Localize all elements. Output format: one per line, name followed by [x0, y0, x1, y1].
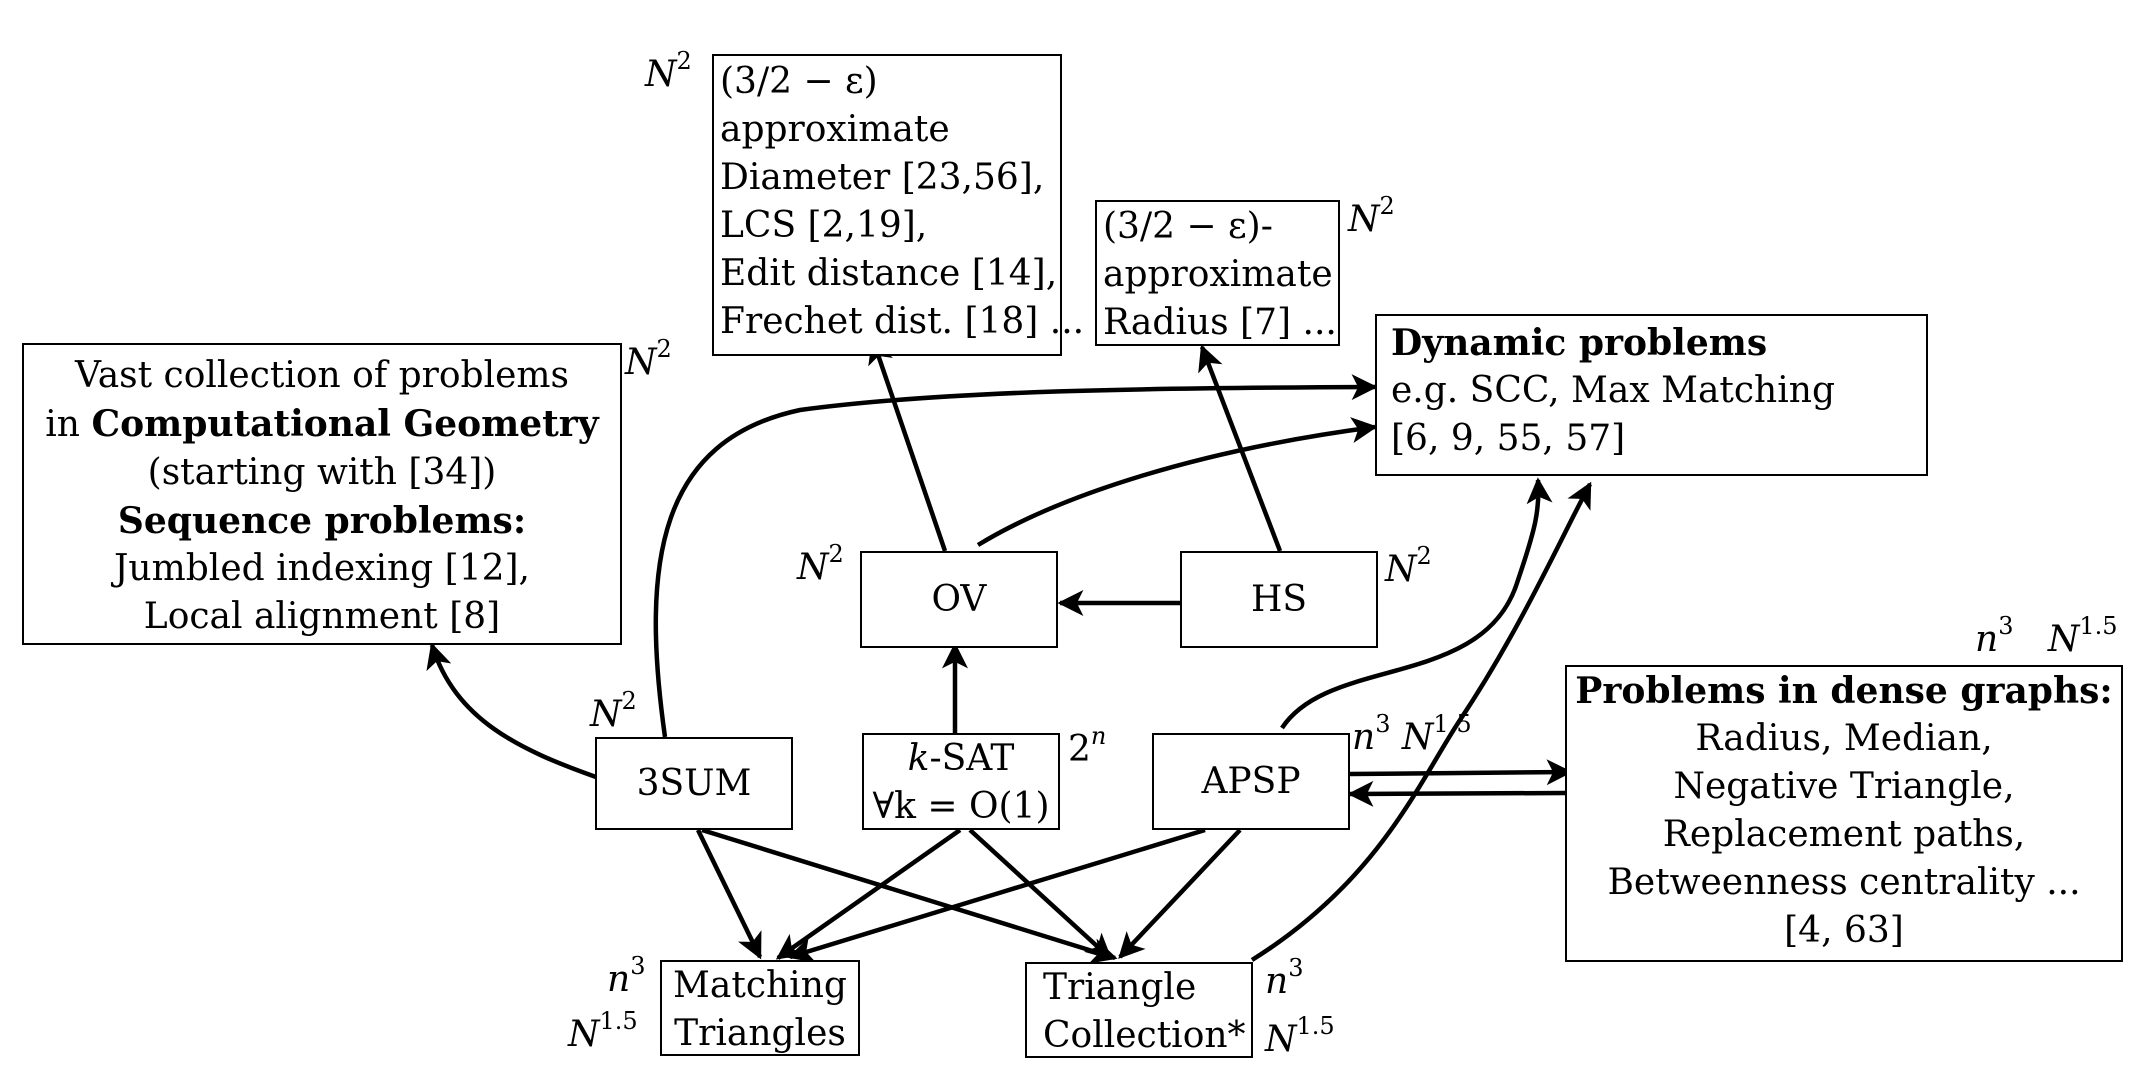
approx-radius-line-1: (3/2 − ε)-: [1103, 206, 1273, 247]
node-dynamic-problems: Dynamic problems e.g. SCC, Max Matching …: [1375, 314, 1928, 476]
hs-bound: N2: [1385, 542, 1432, 590]
edge-dense-to-apsp: [1347, 780, 1566, 807]
node-triangle-collection: Triangle Collection*: [1025, 962, 1253, 1058]
approx-radius-line-3: Radius [7] ...: [1103, 302, 1337, 343]
edge-ov-to-approx-diameter: [868, 337, 948, 552]
dense-line-3: Replacement paths,: [1662, 814, 2026, 855]
edge-apsp-to-dynamic: [1280, 477, 1553, 730]
node-hs: HS: [1180, 551, 1378, 648]
matching-bound-bottom: N1.5: [568, 1007, 638, 1055]
edge-3sum-to-dynamic: [653, 374, 1378, 738]
dense-line-1: Radius, Median,: [1695, 718, 1993, 759]
approx-radius-bound: N2: [1348, 192, 1395, 240]
matching-line-2: Triangles: [674, 1013, 846, 1054]
ov-label: OV: [931, 578, 987, 620]
node-approx-radius: (3/2 − ε)- approximate Radius [7] ...: [1095, 200, 1340, 346]
node-matching-triangles: Matching Triangles: [660, 960, 860, 1056]
edge-3sum-to-triangle: [701, 827, 1118, 964]
geometry-line-2: in Computational Geometry: [24, 400, 620, 449]
dynamic-title: Dynamic problems: [1391, 322, 1768, 364]
node-apsp: APSP: [1152, 733, 1350, 830]
matching-line-1: Matching: [673, 965, 847, 1006]
ov-bound: N2: [797, 540, 844, 588]
ksat-bound: 2n: [1068, 722, 1107, 770]
edge-apsp-to-triangle: [1118, 828, 1242, 959]
approx-diameter-line-1: (3/2 − ε): [720, 61, 878, 102]
triangle-line-2: Collection*: [1043, 1015, 1246, 1056]
edge-ksat-to-matching: [775, 828, 962, 960]
edge-hs-to-approx-radius: [1198, 344, 1283, 552]
approx-diameter-bound: N2: [645, 47, 692, 95]
geometry-line-3: (starting with [34]): [147, 452, 497, 493]
apsp-label: APSP: [1201, 760, 1301, 802]
dense-title: Problems in dense graphs:: [1575, 670, 2113, 712]
node-dense-graphs: Problems in dense graphs: Radius, Median…: [1565, 665, 2123, 962]
node-ov: OV: [860, 551, 1058, 648]
triangle-bound-bottom: N1.5: [1265, 1012, 1335, 1060]
geometry-line-4: Sequence problems:: [117, 500, 527, 542]
geometry-bold-title: Computational Geometry: [91, 403, 599, 445]
dense-line-5: [4, 63]: [1784, 910, 1904, 951]
approx-diameter-line-4: LCS [2,19],: [720, 205, 928, 246]
edge-ksat-to-triangle: [968, 828, 1112, 960]
approx-radius-line-2: approximate: [1103, 254, 1333, 295]
approx-diameter-line-5: Edit distance [14],: [720, 253, 1058, 294]
edge-ov-to-dynamic: [976, 417, 1378, 547]
triangle-line-1: Triangle: [1043, 967, 1197, 1008]
geometry-line-1: Vast collection of problems: [75, 355, 569, 396]
dense-line-4: Betweenness centrality ...: [1607, 862, 2081, 903]
apsp-bound: n3 N1.5: [1352, 710, 1472, 758]
geometry-line-6: Local alignment [8]: [143, 596, 501, 637]
matching-bound-top: n3: [607, 952, 646, 1000]
3sum-bound: N2: [590, 687, 637, 735]
edge-apsp-to-matching: [787, 827, 1206, 963]
dynamic-line-2: [6, 9, 55, 57]: [1391, 418, 1626, 459]
3sum-label: 3SUM: [636, 762, 752, 804]
ksat-line-1: k-SAT: [864, 735, 1058, 783]
node-ksat: k-SAT ∀k = O(1): [862, 733, 1060, 830]
geometry-line-2-prefix: in: [45, 404, 92, 445]
approx-diameter-line-6: Frechet dist. [18] ...: [720, 301, 1085, 342]
node-computational-geometry: Vast collection of problems in Computati…: [22, 343, 622, 645]
node-approx-diameter: (3/2 − ε) approximate Diameter [23,56], …: [712, 54, 1085, 356]
triangle-bound-top: n3: [1265, 954, 1304, 1002]
edge-triangle-to-dynamic: [1250, 481, 1592, 962]
dense-line-2: Negative Triangle,: [1673, 766, 2015, 807]
dynamic-line-1: e.g. SCC, Max Matching: [1391, 370, 1835, 411]
geometry-line-5: Jumbled indexing [12],: [114, 548, 530, 589]
ksat-variable: k: [907, 738, 930, 779]
edge-apsp-to-dense: [1349, 759, 1573, 786]
dense-bound: n3 N1.5: [1975, 612, 2118, 660]
node-3sum: 3SUM: [595, 737, 793, 830]
approx-diameter-line-2: approximate: [720, 109, 950, 150]
geometry-bound: N2: [625, 335, 672, 383]
edge-3sum-to-matching: [695, 829, 763, 960]
hs-label: HS: [1250, 578, 1308, 620]
approx-diameter-line-3: Diameter [23,56],: [720, 157, 1045, 198]
edge-3sum-to-geometry: [426, 642, 597, 780]
ksat-line-1-rest: -SAT: [929, 738, 1015, 779]
ksat-line-2: ∀k = O(1): [872, 786, 1050, 827]
